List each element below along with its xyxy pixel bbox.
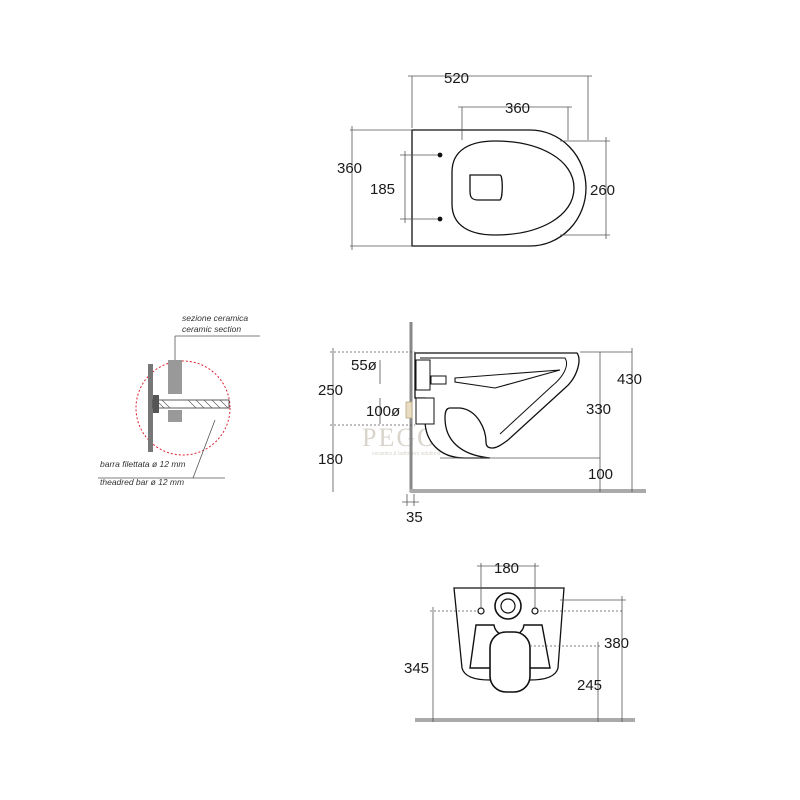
dim-back-height-total: 380 [604, 635, 629, 652]
detail-threaded-bar [152, 399, 230, 409]
dim-fixing-width: 180 [494, 560, 519, 577]
dim-height-total: 360 [337, 160, 362, 177]
fixing-hole-top [437, 152, 443, 158]
top-view-drain [469, 174, 503, 201]
detail-label-bar-it: barra filettata ø 12 mm [100, 459, 186, 469]
back-view-outlet [489, 631, 531, 693]
outlet-connector [415, 397, 435, 425]
back-floor [415, 718, 635, 722]
dim-fixing-spacing: 185 [370, 181, 395, 198]
fixing-hole-bottom [437, 216, 443, 222]
dim-height-bowl: 260 [590, 182, 615, 199]
detail-circle [135, 360, 231, 456]
detail-ceramic-section [168, 360, 182, 394]
dim-back-height-outlet: 245 [577, 677, 602, 694]
detail-view: sezione ceramica ceramic section barra f… [98, 313, 260, 487]
threaded-bar-side [405, 401, 413, 419]
watermark-subtitle: ceramics & bathroom solutions [372, 451, 441, 457]
dim-outlet-height: 180 [318, 451, 343, 468]
side-view: PEGO ceramics & bathroom solutions 55ø 2… [318, 322, 646, 526]
back-fixing-hole-left [477, 607, 485, 615]
dim-width-bowl: 360 [505, 100, 530, 117]
dim-inlet-height: 250 [318, 382, 343, 399]
detail-wall [148, 364, 153, 452]
dim-outlet-diameter: 100ø [366, 403, 400, 420]
inlet-connector [415, 359, 431, 391]
watermark-logo: PEGO [362, 423, 438, 452]
dim-wall-gap: 35 [406, 509, 423, 526]
top-view: 520 360 360 185 260 [337, 70, 615, 250]
dim-back-height-fixing: 345 [404, 660, 429, 677]
dim-bottom-clearance: 100 [588, 466, 613, 483]
detail-label-bar-en: theadred bar ø 12 mm [100, 477, 184, 487]
side-view-toilet-profile [414, 352, 580, 459]
side-floor [410, 489, 646, 493]
dim-bowl-height: 330 [586, 401, 611, 418]
back-fixing-hole-right [531, 607, 539, 615]
dim-total-height: 430 [617, 371, 642, 388]
detail-label-section-it: sezione ceramica [182, 313, 248, 323]
top-view-bowl-opening [451, 140, 575, 236]
detail-label-section-en: ceramic section [182, 324, 241, 334]
dim-width-total: 520 [444, 70, 469, 87]
back-view: 180 380 345 245 [404, 560, 635, 722]
dim-inlet-diameter: 55ø [351, 357, 377, 374]
